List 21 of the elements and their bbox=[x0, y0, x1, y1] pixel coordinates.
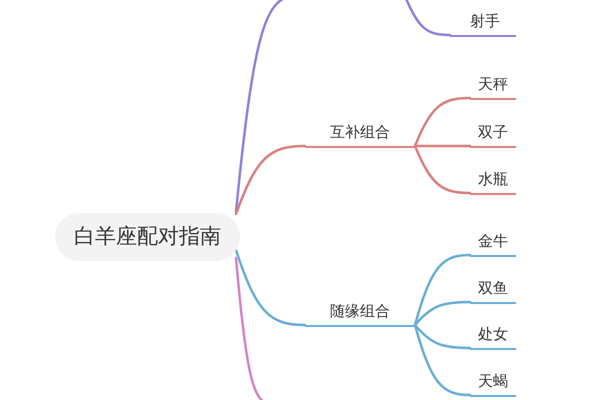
leaf-topic: 金牛 bbox=[470, 228, 516, 256]
leaf-topic: 双子 bbox=[470, 119, 516, 148]
leaf-topic: 天蝎 bbox=[470, 368, 516, 396]
leaf-topic: 水瓶 bbox=[470, 166, 516, 194]
leaf-topic: 处女 bbox=[470, 321, 516, 350]
branch-line bbox=[234, 248, 306, 326]
root-topic: 白羊座配对指南 bbox=[55, 213, 240, 261]
branch-line bbox=[404, 0, 452, 36]
branch-line bbox=[414, 144, 472, 148]
leaf-topic: 双鱼 bbox=[470, 275, 516, 304]
branch-topic: 随缘组合 bbox=[305, 298, 415, 326]
leaf-topic: 天秤 bbox=[470, 71, 516, 100]
branch-line bbox=[414, 144, 472, 194]
branch-line bbox=[414, 324, 472, 350]
branch-line bbox=[414, 324, 472, 396]
leaf-topic: 射手 bbox=[450, 8, 516, 36]
branch-topic: 互补组合 bbox=[305, 119, 415, 148]
branch-line bbox=[414, 300, 472, 326]
branch-line bbox=[414, 254, 472, 326]
branch-line bbox=[234, 144, 306, 216]
branch-line bbox=[414, 96, 472, 148]
